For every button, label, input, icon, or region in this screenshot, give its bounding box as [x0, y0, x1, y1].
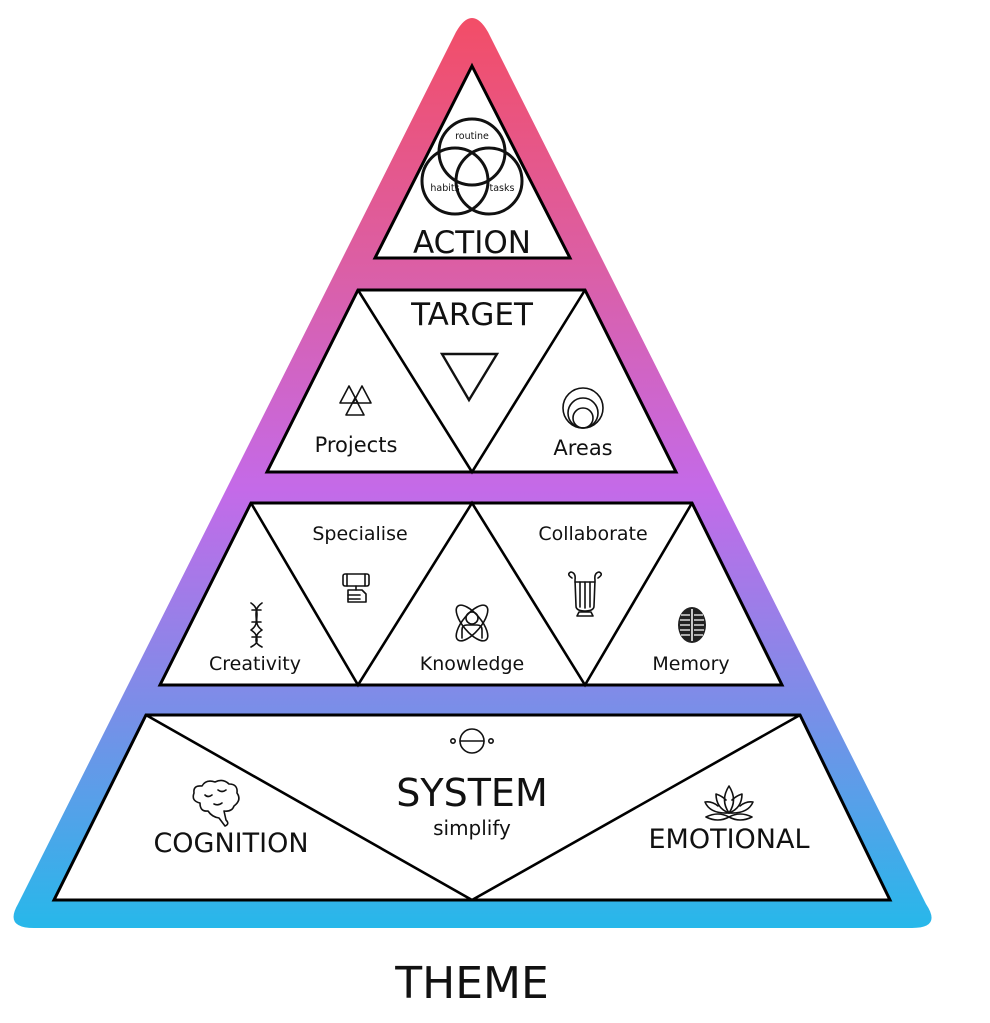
- venn-circle-habits: [420, 146, 490, 216]
- cognition-label: COGNITION: [153, 828, 308, 859]
- skill-label-collaborate: Collaborate: [538, 523, 647, 545]
- emotional-label: EMOTIONAL: [648, 824, 809, 855]
- hammer-fist-icon: [342, 573, 370, 603]
- triple-triangle-icon: [339, 385, 372, 416]
- action-title: ACTION: [413, 225, 531, 261]
- dna-icon: [250, 602, 263, 648]
- inverted-triangle-icon: [439, 352, 500, 403]
- venn-diagram: routine habits tasks: [420, 117, 524, 216]
- projects-label: Projects: [315, 433, 398, 457]
- skill-label-specialise: Specialise: [312, 523, 407, 545]
- venn-label-habits: habits: [430, 183, 459, 194]
- skills-divider: [249, 500, 694, 688]
- brain-icon: [192, 779, 240, 827]
- target-divider: [356, 289, 587, 475]
- skill-label-creativity: Creativity: [209, 653, 301, 675]
- lotus-icon: [704, 785, 754, 821]
- system-level: SYSTEM simplify COGNITION EMOTIONAL: [51, 713, 893, 902]
- skills-band: [157, 501, 785, 687]
- action-triangle: [372, 62, 573, 260]
- areas-label: Areas: [553, 436, 612, 460]
- skill-label-memory: Memory: [652, 653, 729, 675]
- system-subtitle: simplify: [433, 816, 511, 840]
- system-title: SYSTEM: [396, 771, 547, 815]
- lyre-icon: [567, 571, 603, 617]
- nested-circles-icon: [562, 387, 604, 429]
- venn-label-routine: routine: [455, 131, 489, 142]
- skills-level: Creativity Specialise Knowledge Collabor…: [157, 500, 785, 688]
- skill-label-knowledge: Knowledge: [420, 653, 524, 675]
- target-title: TARGET: [410, 297, 534, 333]
- theta-orbit-icon: [449, 728, 494, 754]
- target-level: TARGET Projects Areas: [264, 288, 679, 475]
- action-level: routine habits tasks ACTION: [372, 62, 573, 261]
- venn-label-tasks: tasks: [490, 183, 515, 194]
- theme-label: THEME: [394, 958, 549, 1009]
- atom-person-icon: [455, 604, 489, 642]
- system-divider: [145, 713, 801, 902]
- brain-top-icon: [678, 607, 706, 643]
- venn-circle-tasks: [454, 146, 524, 216]
- system-band: [51, 713, 893, 902]
